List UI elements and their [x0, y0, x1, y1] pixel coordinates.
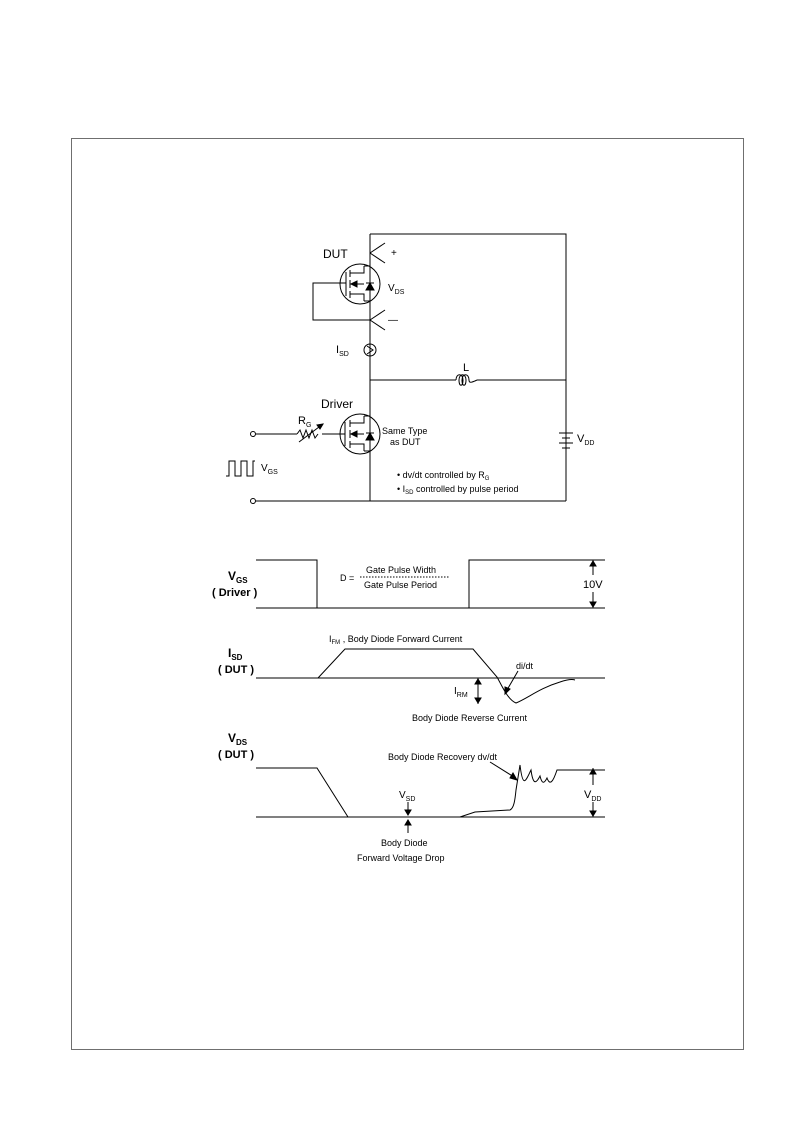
duty-numerator: Gate Pulse Width — [366, 565, 436, 575]
dut-gate-loop — [312, 282, 370, 321]
same-type-line2: as DUT — [390, 437, 421, 447]
vds-minus-probe — [369, 309, 386, 331]
test-circuit: DUT VDS + — ISD L Driver RG Same Type as… — [226, 233, 594, 504]
rg-variable-resistor — [296, 423, 324, 443]
isd-current-probe — [363, 343, 377, 357]
recovery-pointer — [489, 761, 515, 778]
didt-label: di/dt — [516, 661, 534, 671]
rg-label: RG — [298, 415, 311, 429]
figure-frame — [71, 138, 744, 1050]
duty-denominator: Gate Pulse Period — [364, 580, 437, 590]
duty-prefix: D = — [340, 573, 354, 583]
vsd-label: VSD — [399, 790, 415, 803]
driver-label: Driver — [321, 397, 353, 411]
vdd-battery — [559, 432, 573, 449]
circuit-wires — [256, 233, 567, 502]
circuit-vdd-label: VDD — [577, 433, 594, 447]
gate-pulse-icon — [226, 460, 255, 477]
driver-mosfet-symbol — [339, 413, 381, 455]
vgs-waveform — [256, 559, 605, 609]
ground-terminal — [250, 498, 256, 504]
inductor-coil — [455, 374, 478, 386]
wave-isd-paren: ( DUT ) — [218, 664, 254, 676]
wave-vgs-label: VGS — [228, 569, 248, 585]
same-type-line1: Same Type — [382, 426, 427, 436]
ifm-label: IFM , Body Diode Forward Current — [329, 634, 463, 646]
fwd-drop-line1: Body Diode — [381, 838, 428, 848]
circuit-vds-label: VDS — [388, 283, 405, 296]
didt-pointer — [506, 670, 519, 691]
gate-terminal — [250, 431, 256, 437]
timing-waveforms: VGS ( Driver ) D = Gate Pulse Width Gate… — [212, 559, 605, 863]
dut-label: DUT — [323, 247, 348, 261]
wave-vgs-paren: ( Driver ) — [212, 587, 258, 599]
isd-waveform — [317, 648, 576, 704]
wave-isd-label: ISD — [228, 646, 243, 662]
circuit-vgs-label: VGS — [261, 463, 278, 476]
circuit-isd-label: ISD — [336, 344, 349, 358]
inductor-label: L — [463, 362, 469, 374]
note-isd: • ISD controlled by pulse period — [397, 484, 519, 496]
vds-waveform — [256, 764, 605, 818]
wave-vdd-label: VDD — [584, 789, 601, 803]
recovery-label: Body Diode Recovery dv/dt — [388, 752, 498, 762]
note-dvdt: • dv/dt controlled by RG — [397, 470, 490, 482]
fwd-drop-line2: Forward Voltage Drop — [357, 853, 445, 863]
dut-mosfet-symbol — [339, 263, 381, 305]
wave-vds-label: VDS — [228, 731, 248, 747]
reverse-current-label: Body Diode Reverse Current — [412, 713, 528, 723]
minus-label: — — [388, 315, 398, 326]
irm-label: IRM — [454, 686, 468, 699]
wave-vds-paren: ( DUT ) — [218, 749, 254, 761]
vds-plus-probe — [369, 242, 386, 264]
ten-v-label: 10V — [583, 579, 603, 591]
plus-label: + — [391, 248, 397, 259]
